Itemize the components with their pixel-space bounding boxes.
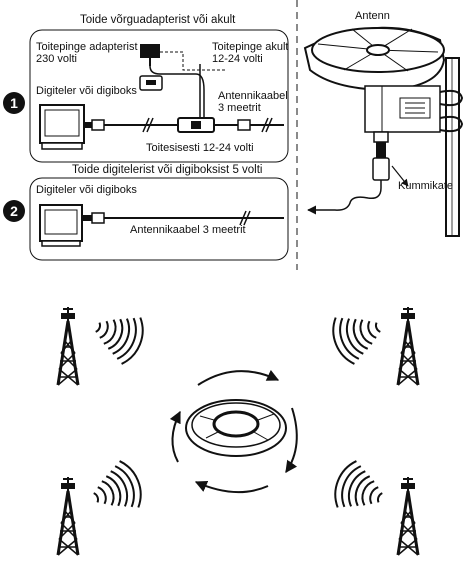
antenna-illustration <box>303 26 464 237</box>
signal-waves-bottom-left <box>85 456 149 522</box>
panel2-tv-label: Digiteler või digiboks <box>36 184 137 196</box>
hose-label: Kummikate <box>398 180 454 192</box>
number-1-marker <box>3 92 25 114</box>
tower-bottom-right-icon <box>396 475 420 557</box>
number-2-marker <box>3 200 25 222</box>
panel2-cable <box>82 210 284 226</box>
panel2-title: Toide digitelerist või digiboksist 5 vol… <box>72 164 263 176</box>
panel1-frame <box>29 29 289 163</box>
antenna-label: Antenn <box>355 10 390 22</box>
panel1-tv-label: Digiteler või digiboks <box>36 85 137 97</box>
tower-bottom-left-icon <box>56 475 80 557</box>
signal-waves-top-left <box>87 303 151 369</box>
panel1-title: Toide võrguadapterist või akult <box>80 14 236 26</box>
battery-label: Toitepinge akult 12-24 volti <box>212 41 289 65</box>
tv-2-icon <box>39 204 83 247</box>
tower-top-left-icon <box>56 305 80 387</box>
tower-top-right-icon <box>396 305 420 387</box>
adapter-label: Toitepinge adapterist 230 volti <box>36 41 138 65</box>
signal-waves-top-right <box>325 303 389 369</box>
panel2-cable-label: Antennikaabel 3 meetrit <box>130 224 246 236</box>
panel1-cable <box>84 117 284 133</box>
power-insert-label: Toitesisesti 12-24 volti <box>146 142 254 154</box>
rotation-arrows <box>169 369 298 494</box>
panel1-cable-label: Antennikaabel 3 meetrit <box>218 90 288 114</box>
signal-waves-bottom-right <box>327 456 391 522</box>
battery-lead <box>160 51 226 71</box>
tv-1-icon <box>39 104 85 150</box>
power-adapter-icon <box>139 44 205 118</box>
antenna-top-view <box>185 399 287 457</box>
panel2-frame <box>29 177 289 261</box>
